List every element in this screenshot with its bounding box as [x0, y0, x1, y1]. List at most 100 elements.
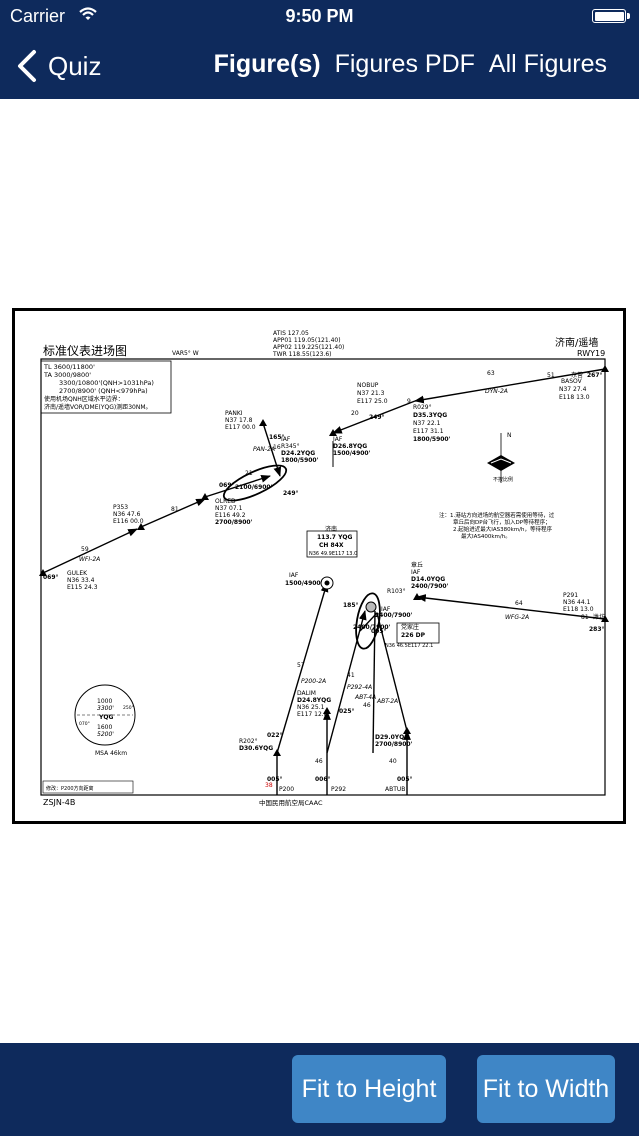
- fix-gulek-lon: E115 24.3: [67, 584, 98, 591]
- leg-249b: 249°: [283, 490, 299, 497]
- chart-publisher: 中国民用航空局CAAC: [259, 798, 323, 807]
- route-line-nobup: [332, 400, 416, 434]
- route-line-abt: [372, 610, 376, 754]
- leg-38: 38: [265, 782, 273, 789]
- leg-41: 41: [347, 672, 355, 679]
- fix-basov-name: BASOV: [561, 378, 583, 385]
- iaf-vor-alt: 1500/4900': [285, 580, 323, 587]
- fix-p291-lat: N36 44.1: [563, 599, 591, 606]
- chart-variation: VAR5° W: [172, 350, 199, 357]
- ndb-coords: N36 46.5E117 22.1: [385, 643, 433, 649]
- leg-16: 16: [273, 444, 281, 451]
- fix-p353-lon: E116 00.0: [113, 518, 144, 525]
- comm-app02: APP02 119.225(121.40): [273, 344, 344, 351]
- tab-figures-pdf[interactable]: Figures PDF: [334, 50, 475, 78]
- fix-iaf-left-radial: R345°: [281, 443, 300, 450]
- label-p292: P292: [331, 786, 346, 793]
- route-pan: PAN-2A: [253, 446, 275, 453]
- fix-nobup-name: NOBUP: [357, 382, 379, 389]
- leg-249a: 249°: [369, 414, 385, 421]
- chart-airport: 济南/遥墙: [555, 336, 598, 349]
- fix-p291-lon: E118 13.0: [563, 606, 594, 613]
- chevron-left-icon: [18, 50, 36, 82]
- note-line-2: 章丘后向DP台飞行，加入DP等待程序；: [453, 518, 551, 526]
- transition-tl: TL 3600/11800': [43, 363, 95, 371]
- fix-d29-alt: 2700/8900': [375, 741, 413, 748]
- msa-north-alt: 1000: [97, 698, 112, 705]
- leg-025: 025°: [339, 708, 355, 715]
- chart-title: 标准仪表进场图: [43, 344, 127, 358]
- route-line-d29: [376, 612, 408, 732]
- chart-border: [40, 358, 606, 796]
- fix-iaf-left-dist: D24.2YQG: [281, 450, 315, 457]
- fix-r202-radial: R202°: [239, 738, 258, 745]
- wifi-icon: [78, 6, 98, 27]
- fix-r029-lat: N37 22.1: [413, 420, 441, 427]
- fit-to-height-button[interactable]: Fit to Height: [292, 1055, 446, 1123]
- fix-p353-lat: N36 47.6: [113, 511, 141, 518]
- back-button[interactable]: Quiz: [16, 46, 101, 86]
- tab-all-figures[interactable]: All Figures: [488, 50, 607, 78]
- fix-p353-name: P353: [113, 504, 128, 511]
- fix-triangle-p291: [601, 615, 609, 622]
- route-line-wfi: [42, 528, 138, 574]
- transition-high: 3300/10800'(QNH>1031hPa): [59, 379, 154, 387]
- fix-triangle-d29: [403, 727, 411, 734]
- ndb-dp-icon: [365, 601, 377, 613]
- leg-283: 283°: [589, 626, 605, 633]
- route-line-dyn: [414, 368, 606, 404]
- approach-chart: 标准仪表进场图 VAR5° W ATIS 127.05 APP01 119.05…: [39, 330, 609, 807]
- fix-gulek-lat: N36 33.4: [67, 577, 95, 584]
- label-p200: P200: [279, 786, 294, 793]
- leg-20: 20: [351, 410, 359, 417]
- fix-basov-lat: N37 27.4: [559, 386, 587, 393]
- fix-iaf-right-town: 章丘: [411, 561, 423, 569]
- ndb-name: 党家庄: [401, 623, 419, 631]
- msa-circle: [74, 684, 136, 746]
- back-label: Quiz: [48, 50, 102, 81]
- leg-21: 21: [245, 470, 253, 477]
- leg-2400: 2400/7900': [353, 624, 391, 631]
- fix-olred-lat: N37 07.1: [215, 505, 243, 512]
- status-time: 9:50 PM: [285, 6, 354, 26]
- vor-name: 济南: [325, 525, 337, 533]
- leg-46b: 46: [315, 758, 323, 765]
- vor-yqg-center: [324, 580, 330, 586]
- holding-center: [355, 592, 381, 650]
- route-line-wfg: [416, 594, 606, 620]
- fix-olred-lon: E116 49.2: [215, 512, 246, 519]
- label-weifang: 潍坊: [593, 613, 605, 621]
- fix-iaf-right-alt: 2400/7900': [411, 583, 449, 590]
- fit-to-width-button[interactable]: Fit to Width: [477, 1055, 615, 1123]
- fix-olred-alt: 2700/8900': [215, 519, 253, 526]
- vor-coords: N36 49.9E117 13.0: [309, 551, 357, 557]
- carrier-label: Carrier: [10, 6, 66, 26]
- iaf-vor-type: IAF: [289, 572, 299, 579]
- transition-box: [40, 360, 172, 414]
- fix-triangle-panki: [259, 419, 267, 426]
- fix-iaf-left-type: IAF: [281, 436, 291, 443]
- ndb-freq: 226 DP: [401, 632, 426, 639]
- fix-iaf-right-type: IAF: [411, 569, 421, 576]
- figure-viewer[interactable]: 标准仪表进场图 VAR5° W ATIS 127.05 APP01 119.05…: [12, 308, 626, 824]
- comm-twr: TWR 118.55(123.6): [272, 351, 332, 358]
- fix-r029-radial: R029°: [413, 404, 432, 411]
- fix-dalim-name: DALIM: [297, 690, 316, 697]
- fix-triangle-olred: [201, 493, 209, 500]
- fix-nobup-lat: N37 21.3: [357, 390, 385, 397]
- fix-dalim-lat: N36 25.1: [297, 704, 325, 711]
- route-abt2a: ABT-2A: [376, 698, 398, 705]
- route-line-185: [359, 612, 378, 632]
- tab-figures[interactable]: Figure(s): [213, 50, 321, 78]
- fix-iaf-right-dist: D14.0YQG: [411, 576, 445, 583]
- fix-d29-dist: D29.0YQG: [375, 734, 409, 741]
- leg-64: 64: [515, 600, 523, 607]
- fix-iaf-center-type: IAF: [333, 436, 343, 443]
- leg-81: 81: [171, 506, 179, 513]
- msa-bearing-west: 070°: [79, 721, 90, 727]
- fix-iaf-inner-type: IAF: [381, 606, 391, 613]
- fix-triangle-basov: [601, 365, 609, 372]
- fix-triangle-dalim: [323, 707, 331, 714]
- fix-dalim-lon: E117 12.8: [297, 711, 328, 718]
- vor-info-box: [306, 530, 358, 558]
